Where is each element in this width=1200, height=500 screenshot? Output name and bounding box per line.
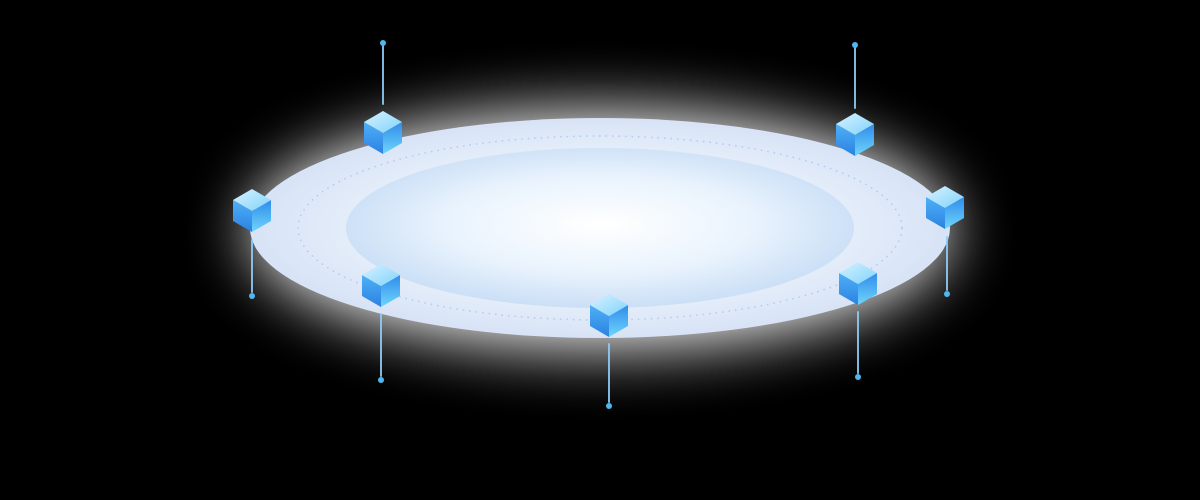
cube-left-face [233,200,252,232]
cube-bottom-right [839,262,877,305]
cube-top-right [836,113,874,156]
beam-left [249,239,255,299]
beam-dot [380,40,386,46]
cube-right-face [383,122,402,154]
beam-bottom-right [855,311,861,380]
beam-dot [378,377,384,383]
platform-disc-inner [346,148,854,308]
beam-bottom-left [378,313,384,383]
cube-left [233,189,271,232]
cube-left-face [836,124,855,156]
cube-top-face [839,262,877,284]
cube-top-face [836,113,874,135]
cube-top-face [590,294,628,316]
cube-right-face [945,197,964,229]
beam-bottom-center [606,343,612,409]
beam-dot [249,293,255,299]
cube-bottom-center [590,294,628,337]
cube-left-face [364,122,383,154]
cube-right-face [609,305,628,337]
beam-right [944,236,950,297]
cube-left-face [362,275,381,307]
beams-layer [249,40,950,409]
cube-top-left [364,111,402,154]
beam-dot [855,374,861,380]
cube-top-face [362,264,400,286]
cube-top-face [926,186,964,208]
beam-top-right [852,42,858,109]
cube-bottom-left [362,264,400,307]
beam-dot [606,403,612,409]
disc-layer [250,118,950,338]
beam-dot [944,291,950,297]
cube-left-face [839,273,858,305]
cubes-layer [233,111,964,337]
cube-left-face [590,305,609,337]
cube-right [926,186,964,229]
cube-right-face [858,273,877,305]
cube-right-face [252,200,271,232]
cube-right-face [381,275,400,307]
beam-dot [852,42,858,48]
cube-top-face [364,111,402,133]
cube-top-face [233,189,271,211]
cube-right-face [855,124,874,156]
cube-left-face [926,197,945,229]
beam-top-left [380,40,386,105]
